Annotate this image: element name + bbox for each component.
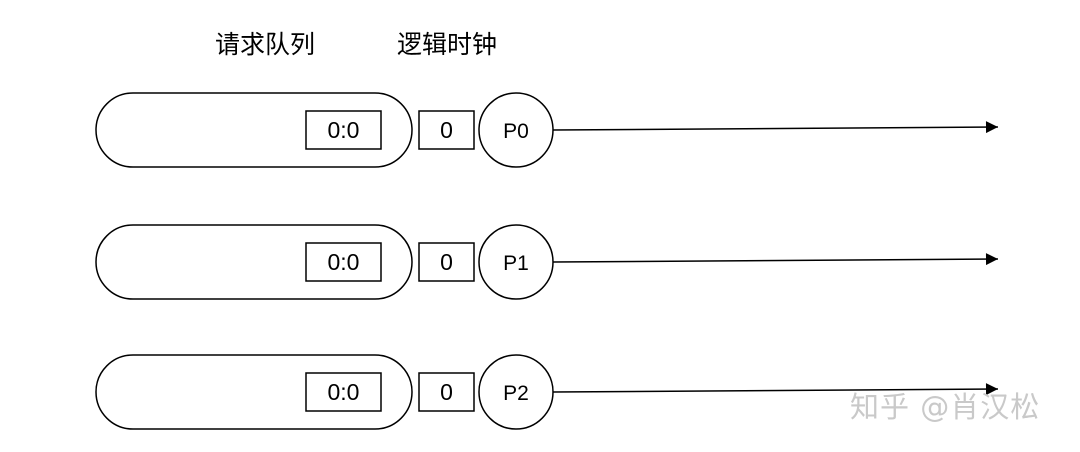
request-queue-shape <box>95 92 413 168</box>
timeline-arrow <box>552 121 999 134</box>
logical-clock-box <box>418 110 475 150</box>
process-row: 0:0 0 P1 <box>95 224 999 300</box>
process-label: P0 <box>503 120 529 143</box>
logical-clock-value: 0 <box>440 249 453 275</box>
logical-clock-box <box>418 372 475 412</box>
logical-clock-box <box>418 242 475 282</box>
queue-entry-box <box>305 242 382 282</box>
process-label: P1 <box>503 252 529 275</box>
queue-entry-box <box>305 372 382 412</box>
watermark: 知乎 @肖汉松 <box>850 390 1041 424</box>
process-row: 0:0 0 P0 <box>95 92 999 168</box>
request-queue-shape <box>95 354 413 430</box>
timeline-arrow <box>552 383 999 396</box>
process-label: P2 <box>503 382 529 405</box>
logical-clock-header: 逻辑时钟 <box>397 30 497 59</box>
queue-entry-label: 0:0 <box>328 249 360 275</box>
timeline-arrow <box>552 253 999 266</box>
request-queue-header: 请求队列 <box>215 30 315 59</box>
queue-entry-label: 0:0 <box>328 117 360 143</box>
queue-entry-label: 0:0 <box>328 379 360 405</box>
queue-entry-box <box>305 110 382 150</box>
process-row: 0:0 0 P2 <box>95 354 999 430</box>
logical-clock-value: 0 <box>440 379 453 405</box>
request-queue-shape <box>95 224 413 300</box>
logical-clock-value: 0 <box>440 117 453 143</box>
